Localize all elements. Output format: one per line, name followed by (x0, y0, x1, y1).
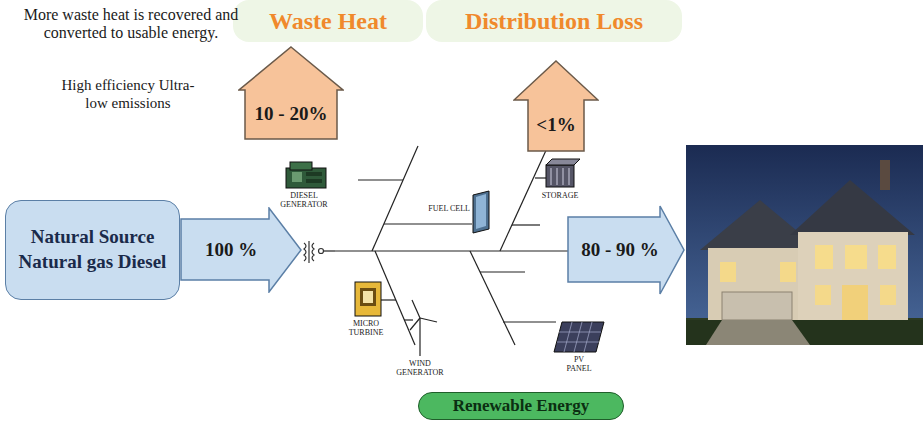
arrow-outline (181, 208, 301, 292)
house-illustration (686, 145, 923, 345)
node-text: Renewable Energy (453, 396, 589, 416)
icon-label: PV PANEL (562, 356, 596, 374)
node-text: 100 % (205, 239, 257, 261)
arrow-text-area: 100 % (182, 221, 280, 279)
up-arrow: <1% (513, 60, 599, 152)
icon-label: DIESEL GENERATOR (276, 192, 332, 210)
arrow-text-area: <1% (529, 100, 583, 150)
icon-label: WIND GENERATOR (392, 360, 448, 378)
renewable-pill: Renewable Energy (418, 392, 624, 420)
right-arrow: 80 - 90 % (567, 205, 685, 295)
node-text: Distribution Loss (465, 8, 643, 35)
source-box: Natural Source Natural gas Diesel (5, 200, 180, 300)
icon-label: FUEL CELL (416, 205, 470, 214)
node-text: <1% (536, 114, 575, 136)
fuel-cell-icon (473, 191, 489, 233)
wind-generator-icon (410, 300, 437, 356)
heading-band: Waste Heat (233, 0, 423, 42)
node-text: 80 - 90 % (581, 239, 659, 261)
node-text: Natural Source Natural gas Diesel (16, 225, 169, 274)
micro-turbine-icon (355, 282, 381, 316)
arrow-shape (513, 60, 599, 152)
arrow-outline (514, 61, 598, 151)
node-text: Waste Heat (269, 8, 387, 35)
storage-icon (546, 159, 580, 187)
arrow-text-area: 80 - 90 % (569, 219, 671, 281)
icon-label: MICRO TURBINE (344, 320, 388, 338)
arrow-outline (568, 206, 684, 294)
heading-band: Distribution Loss (426, 0, 682, 42)
arrow-text-area: 10 - 20% (246, 90, 336, 138)
arrow-shape (238, 46, 344, 140)
note-text: More waste heat is recovered and convert… (0, 6, 262, 43)
diesel-generator-icon (286, 162, 326, 188)
note-text: High efficiency Ultra-low emissions (58, 76, 198, 112)
pv-panel-icon (554, 322, 604, 352)
arrow-outline (239, 47, 343, 139)
right-arrow: 100 % (180, 207, 302, 293)
node-text: 10 - 20% (255, 103, 328, 125)
transformer-symbol (304, 241, 324, 263)
icon-label: STORAGE (536, 192, 584, 201)
up-arrow: 10 - 20% (238, 46, 344, 140)
